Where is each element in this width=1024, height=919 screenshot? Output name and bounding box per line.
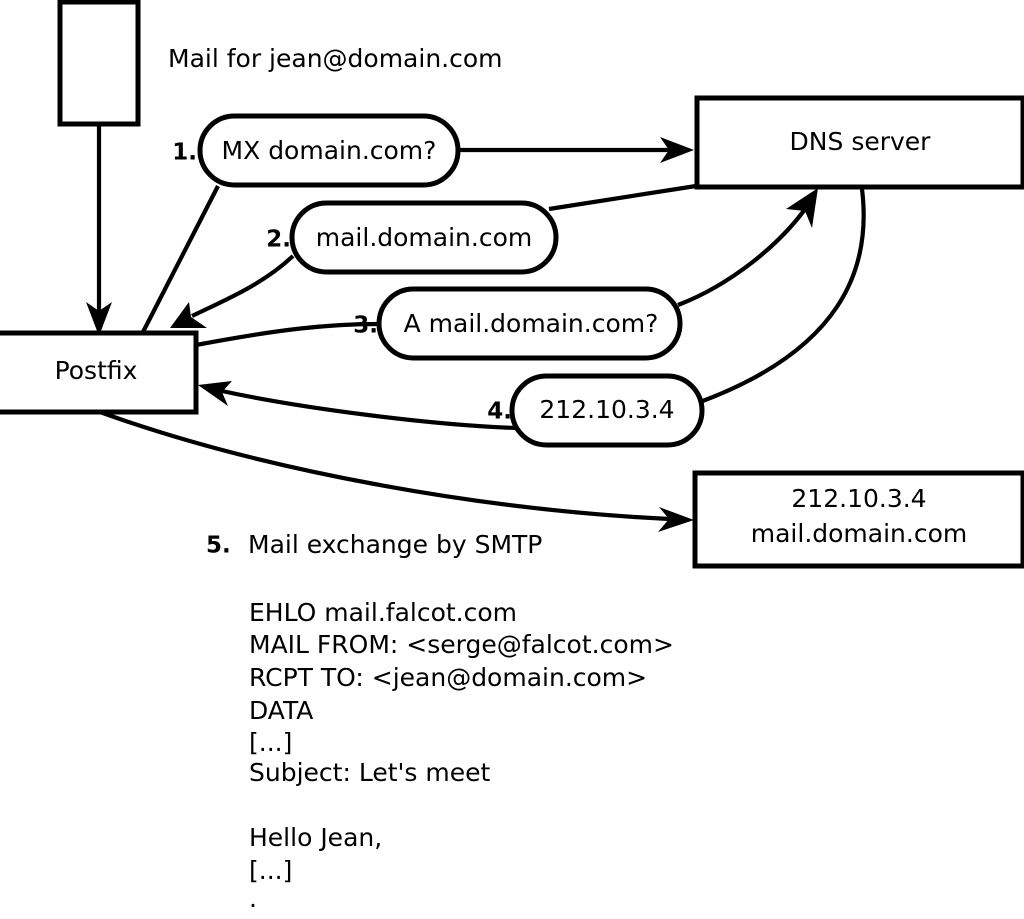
mail-server-ip: 212.10.3.4 bbox=[791, 484, 926, 513]
dns-server-label: DNS server bbox=[790, 127, 932, 156]
edge-line bbox=[221, 388, 517, 431]
edge-line bbox=[195, 321, 379, 348]
edge-line bbox=[99, 410, 671, 522]
bubble-step-3-shape[interactable] bbox=[376, 286, 683, 361]
smtp-transcript-line: EHLO mail.falcot.com bbox=[249, 598, 517, 627]
step-number-3: 3. bbox=[353, 313, 378, 339]
edge-dns-to-step4 bbox=[699, 188, 866, 404]
bubble-step-2-label: mail.domain.com bbox=[316, 223, 532, 252]
node-dns-server[interactable]: DNS server bbox=[694, 95, 1024, 190]
smtp-transcript-line: [...] bbox=[249, 728, 292, 757]
mail-server-box[interactable] bbox=[692, 470, 1024, 569]
smtp-transcript-line: DATA bbox=[249, 696, 313, 725]
smtp-transcript-line: . bbox=[249, 884, 257, 913]
mail-for-caption: Mail for jean@domain.com bbox=[168, 44, 503, 73]
edge-step2-to-postfix bbox=[170, 254, 295, 328]
edge-client-to-postfix bbox=[86, 124, 112, 336]
arrowhead-left bbox=[198, 381, 232, 406]
step-number-1: 1. bbox=[172, 140, 197, 166]
edge-step3-to-dns bbox=[677, 188, 818, 307]
smtp-caption: Mail exchange by SMTP bbox=[248, 530, 542, 559]
edge-postfix-to-mailserver bbox=[99, 410, 694, 532]
smtp-transcript-line: RCPT TO: <jean@domain.com> bbox=[249, 663, 647, 692]
edge-line bbox=[548, 183, 697, 212]
arrowhead-right bbox=[660, 137, 694, 163]
node-mail-server[interactable]: 212.10.3.4 mail.domain.com bbox=[692, 470, 1024, 569]
mail-server-hostname: mail.domain.com bbox=[751, 519, 967, 548]
client-box[interactable] bbox=[57, 0, 141, 127]
edge-dns-to-step2 bbox=[548, 183, 697, 212]
arrowhead-up-right bbox=[786, 188, 818, 228]
arrowhead-down bbox=[86, 302, 112, 336]
postfix-label: Postfix bbox=[55, 356, 138, 385]
step-number-4: 4. bbox=[487, 399, 512, 425]
arrowhead-right bbox=[658, 507, 694, 532]
smtp-transcript-line: Hello Jean, bbox=[249, 823, 382, 852]
node-client[interactable] bbox=[57, 0, 141, 127]
smtp-transcript-line: MAIL FROM: <serge@falcot.com> bbox=[249, 630, 674, 659]
arrowhead-down-left bbox=[170, 302, 207, 328]
step-number-2: 2. bbox=[266, 227, 291, 253]
edge-step1-to-dns bbox=[458, 137, 694, 163]
bubble-step-4-shape[interactable] bbox=[509, 373, 705, 448]
edge-step4-to-postfix bbox=[198, 381, 517, 431]
edge-line bbox=[699, 188, 866, 404]
edge-line bbox=[141, 185, 220, 333]
bubble-step-1-label: MX domain.com? bbox=[222, 136, 437, 165]
bubble-step-2-shape[interactable] bbox=[289, 200, 559, 275]
edge-line bbox=[677, 203, 810, 307]
smtp-transcript: EHLO mail.falcot.com MAIL FROM: <serge@f… bbox=[249, 598, 674, 913]
bubble-step-4[interactable]: 212.10.3.4 bbox=[509, 373, 705, 448]
dns-server-box[interactable] bbox=[694, 95, 1024, 190]
step-number-5: 5. bbox=[206, 533, 231, 559]
bubble-step-1[interactable]: MX domain.com? bbox=[197, 113, 461, 188]
smtp-transcript-line: [...] bbox=[249, 856, 292, 885]
edge-postfix-to-step3 bbox=[195, 321, 379, 348]
bubble-step-2[interactable]: mail.domain.com bbox=[289, 200, 559, 275]
bubble-step-1-shape[interactable] bbox=[197, 113, 461, 188]
edge-postfix-to-step1 bbox=[141, 185, 220, 333]
smtp-transcript-line: Subject: Let's meet bbox=[249, 758, 490, 787]
bubble-step-4-label: 212.10.3.4 bbox=[539, 395, 674, 424]
node-postfix[interactable]: Postfix bbox=[0, 330, 199, 415]
bubble-step-3-label: A mail.domain.com? bbox=[404, 309, 659, 338]
postfix-box[interactable] bbox=[0, 330, 199, 415]
edge-line bbox=[191, 254, 295, 318]
bubble-step-3[interactable]: A mail.domain.com? bbox=[376, 286, 683, 361]
